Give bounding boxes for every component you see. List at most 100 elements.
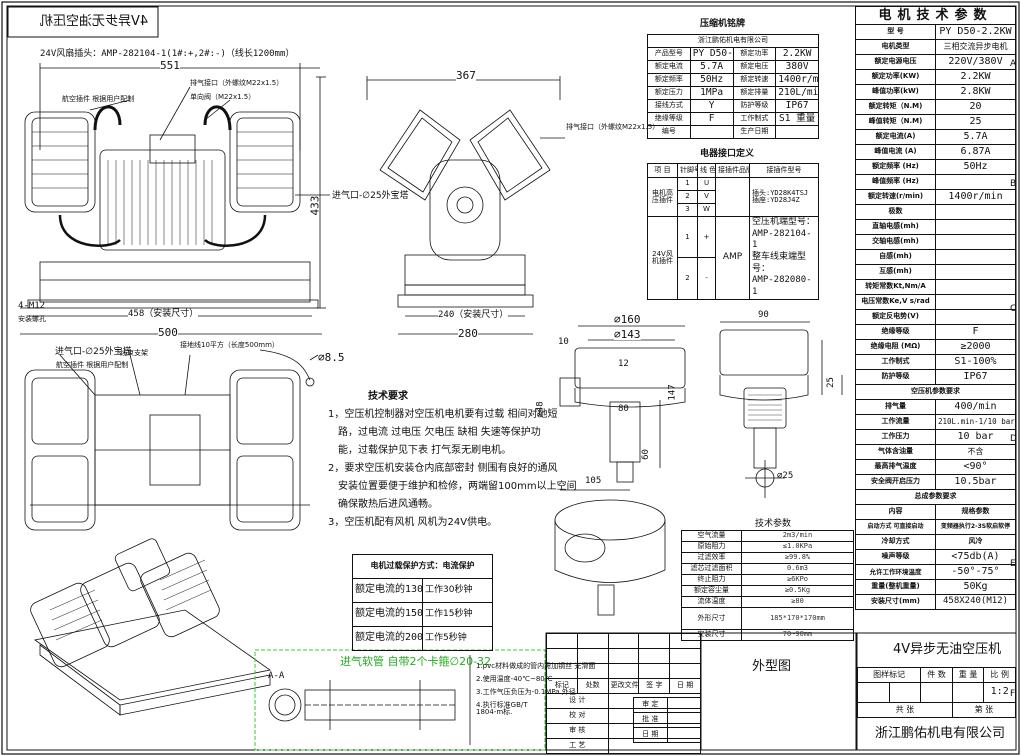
param-value: [935, 264, 1016, 280]
param-label: 额定反电势(V): [855, 309, 936, 325]
elec-fan-model-2-label: 整车线束端型号：: [752, 252, 807, 274]
param-label: 额定转矩（N.M): [855, 99, 936, 115]
front-exhaust-port: 排气接口（外螺纹M22x1.5）: [190, 79, 284, 87]
tb-header: 比 例: [983, 667, 1016, 683]
plate-cell: 绝缘等级: [647, 112, 691, 126]
param-label: 型 号: [855, 24, 936, 40]
filter-dim-90: 90: [758, 310, 769, 320]
param-label: 电机类型: [855, 39, 936, 55]
spec-cell: 原始阻力: [681, 541, 742, 553]
tb-company: 浙江鹏佑机电有限公司: [875, 726, 1006, 741]
param-value: 2.8KW: [935, 84, 1016, 100]
plate-cell: IP67: [775, 99, 819, 113]
tb-header: 签 字: [638, 678, 671, 694]
elec-fan-model-2: AMP-282080-1: [752, 275, 812, 298]
elec-header: 项 目: [647, 163, 678, 178]
plate-cell: 额定排量: [732, 86, 777, 100]
elec-cell: -: [697, 257, 716, 300]
param-value: 50Hz: [935, 159, 1016, 175]
plate-cell: 工作制式: [732, 112, 777, 126]
elec-header: 针脚号: [677, 163, 698, 178]
top-view: [24, 349, 319, 531]
param-value: [935, 204, 1016, 220]
plate-cell: 额定电流: [647, 60, 691, 74]
param-label: 峰值转矩（N.M): [855, 114, 936, 130]
param-value: 10.5bar: [935, 474, 1016, 490]
param-label: 内容: [855, 504, 936, 520]
spec-cell: 2m3/min: [741, 530, 854, 542]
param-label: 额定频率 (Hz): [855, 159, 936, 175]
label-mount-hole: 安装螺孔: [18, 315, 46, 323]
dim-433: 433: [308, 195, 322, 216]
param-label: 绝缘电阻 (MΩ): [855, 339, 936, 355]
titleblock-right-frame: [856, 632, 1017, 751]
tb-scale: 1:2: [983, 682, 1016, 703]
param-value: 458X240(M12): [935, 594, 1016, 610]
plate-cell: 额定压力: [647, 86, 691, 100]
spec-cell: ≥0.5Kg: [741, 585, 854, 597]
spec-cell: ≥6KPo: [741, 574, 854, 586]
param-label: 互感(mh): [855, 264, 936, 280]
filter-iso: [554, 499, 666, 616]
param-label: 额定电流(A): [855, 129, 936, 145]
param-label: 启动方式 可直接启动: [855, 519, 936, 535]
filter-dim-25: 25: [825, 377, 836, 388]
param-label: 电压常数Ke,V s/rad: [855, 294, 936, 310]
plate-cell: [689, 125, 734, 139]
elec-cell: 2: [677, 190, 698, 204]
param-value: 50Kg: [935, 579, 1016, 595]
elec-cell: +: [697, 215, 716, 259]
plate-cell: PY D50-2.2KW: [689, 47, 734, 61]
motor-protect-cell: 额定电流的150-200%: [352, 602, 423, 627]
titleblock-right: 图样标记 件 数 重 量 比 例 1:2 共 张第 张: [856, 667, 1017, 718]
top-ground: 接地线10平方（长度500mm）: [180, 341, 279, 349]
param-value: <90°: [935, 459, 1016, 475]
elec-title: 电器接口定义: [700, 149, 755, 159]
hose-note: 3.工作气压负压为-0.1MPa 外径: [476, 688, 576, 696]
filter-d160: ∅160: [614, 313, 641, 326]
tb-role: 审 核: [546, 723, 609, 739]
req-line: 路，过电流 过电压 欠电压 缺相 失速等保护功: [338, 427, 541, 438]
elec-header: 接插件型号: [749, 163, 819, 178]
plate-cell: [775, 125, 819, 139]
param-section: 空压机参数要求: [855, 384, 1016, 400]
plate-cell: 接线方式: [647, 99, 691, 113]
side-exhaust: 排气接口（外螺纹M22x1.5）: [566, 123, 660, 131]
spec-cell: 额定容尘量: [681, 585, 742, 597]
filter-d143: ∅143: [614, 328, 641, 341]
spec-cell: 0.6m3: [741, 563, 854, 575]
param-label: 峰值电流 (A): [855, 144, 936, 160]
plate-cell: 380V: [775, 60, 819, 74]
elec-header: 线 色: [697, 163, 716, 178]
spec-cell: ≤1.0KPa: [741, 541, 854, 553]
tb-header: 图样标记: [856, 667, 922, 683]
req-title: 技术要求: [368, 391, 408, 402]
param-label: 额定电源电压: [855, 54, 936, 70]
harness-label: 24V风扇插头：AMP-282104-1(1#:+,2#:-)（线长1200mm…: [40, 49, 295, 59]
param-label: 绝缘等级: [855, 324, 936, 340]
param-value: [935, 219, 1016, 235]
plate-cell: 额定功率: [732, 47, 777, 61]
motor-protect-table: 电机过载保护方式：电流保护 额定电流的130-150%工作30秒钟 额定电流的1…: [352, 554, 493, 651]
plate-cell: 编号: [647, 125, 691, 139]
param-value: -50°-75°: [935, 564, 1016, 580]
front-check-valve: 单向阀（M22x1.5）: [190, 93, 256, 101]
param-label: 防护等级: [855, 369, 936, 385]
tb-header: 标记: [546, 678, 578, 694]
param-value: 6.87A: [935, 144, 1016, 160]
top-intake: 进气口-∅25外宝塔: [55, 347, 132, 357]
top-aviation-plug: 航空插件 根据用户配制: [56, 361, 129, 369]
param-label: 工作制式: [855, 354, 936, 370]
plate-cell: 生产日期: [732, 125, 777, 139]
param-value: 400/min: [935, 399, 1016, 415]
elec-cell: U: [697, 177, 716, 191]
tb-header: 更改文件号: [607, 678, 640, 694]
param-value: 20: [935, 99, 1016, 115]
motor-protect-cell: 工作15秒钟: [422, 602, 493, 627]
hose-section: A-A: [268, 671, 285, 681]
param-value: 5.7A: [935, 129, 1016, 145]
spec-title: 技术参数: [755, 519, 792, 529]
param-label: 极数: [855, 204, 936, 220]
param-value: PY D50-2.2KW: [935, 24, 1016, 40]
